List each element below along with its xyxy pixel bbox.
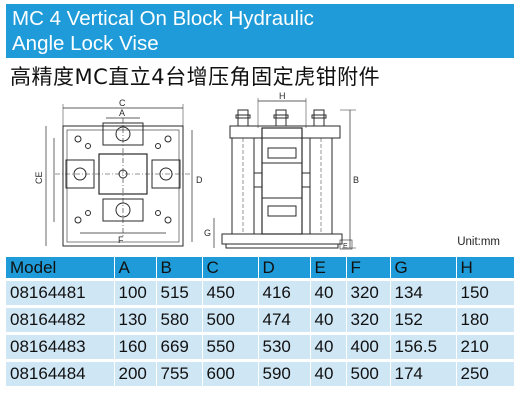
- label-d: D: [196, 175, 203, 185]
- cell-d: 590: [258, 359, 311, 386]
- cell-f: 400: [346, 332, 391, 361]
- cell-d: 474: [258, 305, 311, 334]
- label-c: C: [119, 98, 126, 108]
- table-row: 08164483 160 669 550 530 40 400 156.5 21…: [6, 332, 514, 361]
- cell-e: 40: [310, 305, 347, 334]
- col-e: E: [310, 257, 347, 280]
- cell-h: 180: [456, 305, 514, 334]
- cell-c: 550: [202, 332, 259, 361]
- cell-c: 600: [202, 359, 259, 386]
- cell-h: 210: [456, 332, 514, 361]
- cell-b: 755: [156, 359, 203, 386]
- side-view: [213, 98, 356, 250]
- cell-model: 08164484: [6, 359, 115, 386]
- cell-a: 160: [114, 332, 157, 361]
- upper-bar: [229, 125, 341, 139]
- col-g: G: [390, 257, 457, 280]
- title-line-2: Angle Lock Vise: [12, 32, 159, 55]
- cell-a: 100: [114, 278, 157, 307]
- col-a: A: [114, 257, 157, 280]
- center-column: [261, 127, 303, 235]
- label-f: F: [118, 235, 124, 245]
- chinese-title: 高精度MC直立4台增压角固定虎钳附件: [10, 65, 381, 89]
- cell-e: 40: [310, 332, 347, 361]
- cell-h: 250: [456, 359, 514, 386]
- table-header-row: Model A B C D E F G H: [6, 257, 514, 280]
- table-row: 08164481 100 515 450 416 40 320 134 150: [6, 278, 514, 307]
- cell-f: 320: [346, 305, 391, 334]
- cell-f: 500: [346, 359, 391, 386]
- label-g: G: [204, 228, 211, 238]
- cell-c: 450: [202, 278, 259, 307]
- cell-e: 40: [310, 359, 347, 386]
- cell-g: 134: [390, 278, 457, 307]
- cell-g: 174: [390, 359, 457, 386]
- cell-model: 08164482: [6, 305, 115, 334]
- col-model: Model: [6, 257, 115, 280]
- base-plate: [221, 233, 343, 245]
- spec-table: Model A B C D E F G H 08164481 100 515 4…: [6, 257, 514, 386]
- col-b: B: [156, 257, 203, 280]
- label-h: H: [279, 91, 286, 101]
- cell-g: 156.5: [390, 332, 457, 361]
- cell-d: 530: [258, 332, 311, 361]
- cell-a: 200: [114, 359, 157, 386]
- cell-f: 320: [346, 278, 391, 307]
- cell-b: 580: [156, 305, 203, 334]
- title-line-1: MC 4 Vertical On Block Hydraulic: [12, 7, 314, 30]
- cell-b: 515: [156, 278, 203, 307]
- label-ce: CE: [34, 171, 44, 184]
- cell-b: 669: [156, 332, 203, 361]
- cell-c: 500: [202, 305, 259, 334]
- cell-model: 08164481: [6, 278, 115, 307]
- cell-d: 416: [258, 278, 311, 307]
- table-row: 08164482 130 580 500 474 40 320 152 180: [6, 305, 514, 334]
- col-f: F: [346, 257, 391, 280]
- title-banner: MC 4 Vertical On Block Hydraulic Angle L…: [6, 4, 514, 58]
- cell-g: 152: [390, 305, 457, 334]
- col-h: H: [456, 257, 514, 280]
- col-d: D: [258, 257, 311, 280]
- cell-e: 40: [310, 278, 347, 307]
- top-view: [45, 104, 193, 247]
- unit-label: Unit:mm: [457, 236, 500, 248]
- col-c: C: [202, 257, 259, 280]
- cell-a: 130: [114, 305, 157, 334]
- table-row: 08164484 200 755 600 590 40 500 174 250: [6, 359, 514, 386]
- cell-h: 150: [456, 278, 514, 307]
- technical-drawing: C A CE D F H B G E: [34, 91, 359, 250]
- label-e: E: [343, 243, 348, 250]
- label-a: A: [119, 108, 125, 118]
- label-b: B: [353, 175, 359, 185]
- cell-model: 08164483: [6, 332, 115, 361]
